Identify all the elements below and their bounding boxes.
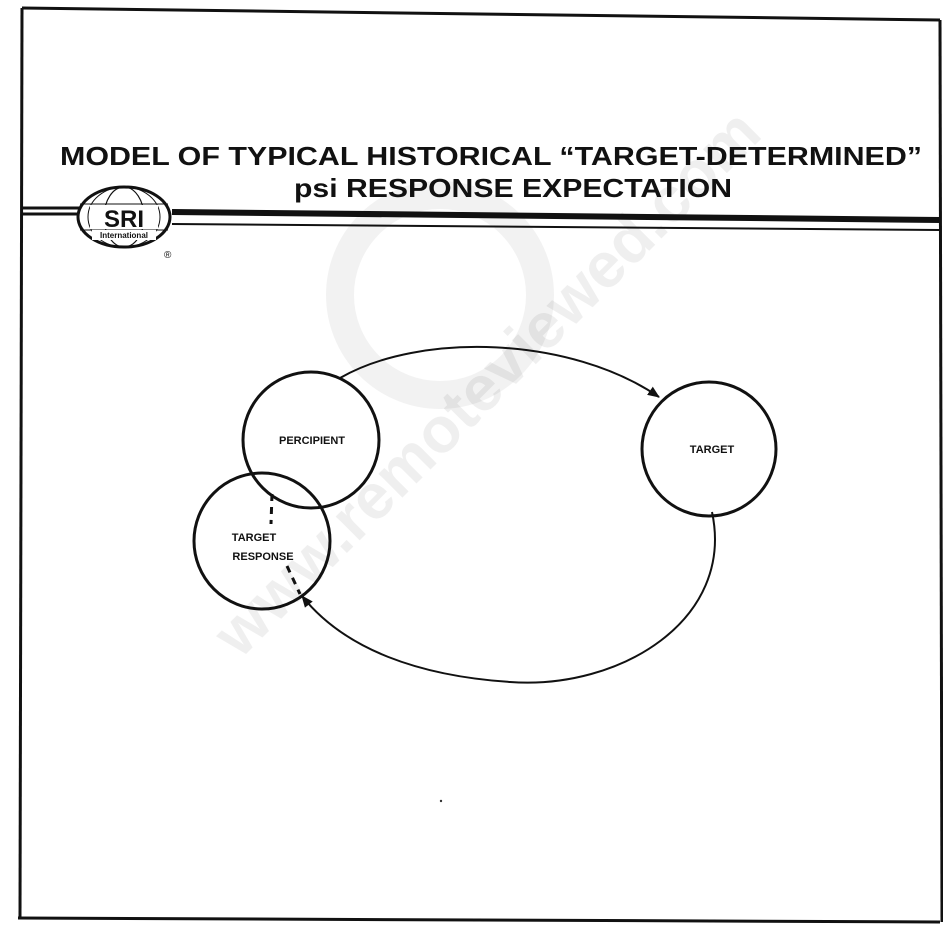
node-target-response (192, 471, 332, 611)
title-line-1: MODEL OF TYPICAL HISTORICAL “TARGET-DETE… (60, 141, 922, 171)
logo-subtext: International (100, 231, 148, 240)
node-percipient (241, 370, 381, 510)
slide-frame (17, 6, 943, 924)
sri-logo: SRI International ® (76, 185, 172, 261)
node-label-target-response-line1: TARGET (232, 532, 277, 544)
node-label-percipient: PERCIPIENT (279, 435, 345, 447)
dashed-link (269, 493, 274, 525)
arrow-percipient-to-target (339, 346, 660, 398)
node-target (640, 380, 778, 518)
header-rule (22, 206, 941, 231)
diagram: PERCIPIENT TARGET TARGET RESPONSE (192, 346, 778, 684)
speck (439, 799, 443, 803)
logo-registered-mark: ® (164, 250, 172, 261)
arrow-target-to-response (301, 511, 716, 684)
title-line-2: psi RESPONSE EXPECTATION (294, 173, 732, 203)
node-label-target-response-line2: RESPONSE (232, 551, 293, 563)
logo-text: SRI (104, 206, 144, 233)
node-label-target: TARGET (690, 444, 735, 456)
dashed-link-lower (285, 565, 302, 595)
